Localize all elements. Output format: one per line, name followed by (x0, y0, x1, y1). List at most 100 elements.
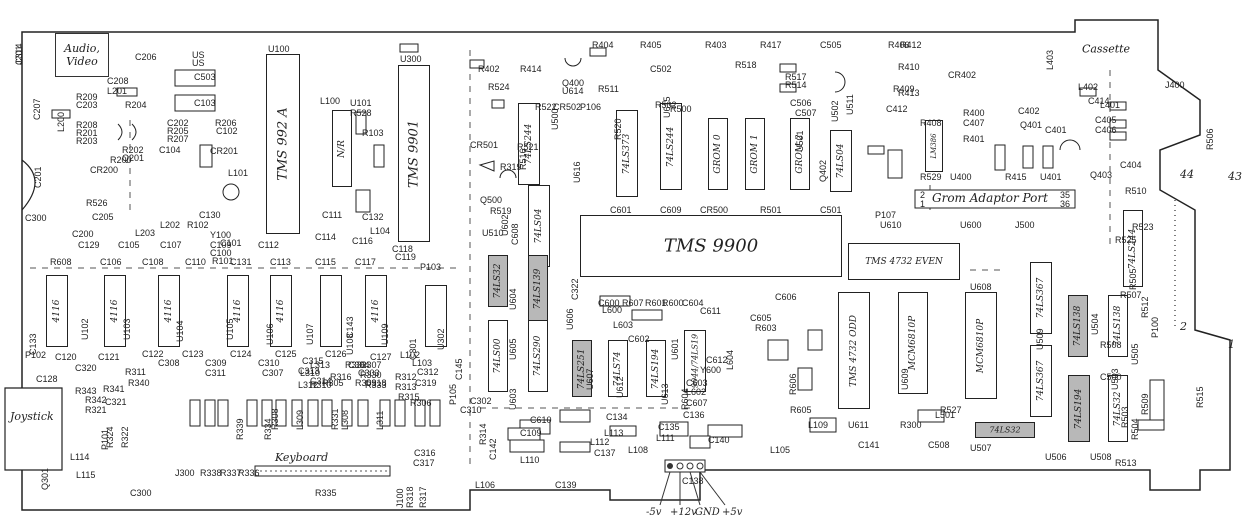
designator-c143: C143 (345, 316, 355, 338)
left-notch (21, 159, 36, 211)
designator-c317: C317 (413, 458, 435, 468)
designator-c508: C508 (928, 440, 950, 450)
passive-component-1 (51, 109, 71, 119)
designator-c309: C309 (205, 358, 227, 368)
designator-c109: C109 (520, 428, 542, 438)
designator-c603: C603 (686, 378, 708, 388)
designator-u300: U300 (400, 54, 422, 64)
designator-c609: C609 (660, 205, 682, 215)
passive-component-41 (217, 399, 229, 427)
passive-component-42 (246, 399, 258, 427)
cassette-label: Cassette (1081, 42, 1131, 55)
chip-tms4732-even: TMS 4732 EVEN (848, 243, 960, 280)
designator-r300: R300 (900, 420, 922, 430)
board-edge (21, 19, 1231, 511)
chip-u506: 74LS194 (1068, 375, 1090, 442)
designator-r504: R504 (1130, 418, 1140, 440)
designator-r400: R400 (963, 108, 985, 118)
designator-r409: R409 (893, 84, 915, 94)
chip-u604: 74LS32 (488, 255, 508, 307)
passive-component-36 (797, 367, 813, 391)
passive-component-13 (1109, 119, 1127, 129)
designator-r340: R340 (128, 378, 150, 388)
designator-c119: C119 (395, 252, 416, 262)
designator-u605: U605 (508, 338, 518, 360)
designator-r316: R316 (330, 372, 352, 382)
chip-u400: LM386 (925, 120, 943, 172)
edge-marker-44: 44 (1180, 168, 1194, 181)
edge-marker-43: 43 (1228, 170, 1242, 183)
designator-u105: U105 (225, 318, 235, 340)
passive-component-37 (599, 295, 631, 307)
designator-r521: R521 (517, 142, 539, 152)
passive-component-14 (1109, 131, 1127, 141)
passive-component-25 (609, 425, 637, 437)
designator-r529: R529 (920, 172, 942, 182)
designator-c131: C131 (230, 257, 252, 267)
designator-c109: C109 (210, 240, 232, 250)
passive-component-11 (1079, 87, 1097, 97)
designator-l104: L104 (370, 226, 391, 236)
designator-r607: R607 (622, 298, 644, 308)
designator-r306: R306 (410, 398, 432, 408)
chip-tms4732-odd: TMS 4732 ODD (838, 292, 870, 409)
passive-component-39 (189, 399, 201, 427)
chip-u108 (320, 275, 342, 347)
chip-tms992a: TMS 992 A (266, 54, 300, 234)
chip-u109: 4116 (365, 275, 387, 347)
designator-r413: R413 (898, 88, 920, 98)
designator-r506: R506 (1205, 128, 1215, 150)
designator-u508: U508 (1090, 452, 1112, 462)
passive-component-50 (379, 399, 391, 427)
designator-c129: C129 (78, 240, 100, 250)
designator-r510: R510 (1125, 186, 1147, 196)
designator-l108: L108 (628, 445, 649, 455)
designator-u615: U615 (662, 96, 672, 118)
designator-u610: U610 (880, 220, 902, 230)
designator-l203: L203 (135, 228, 156, 238)
designator-c111: C111 (322, 210, 343, 220)
designator-l103: L103 (412, 358, 433, 368)
designator-cr402: CR402 (948, 70, 977, 80)
chip-u613: 74LS194 (646, 340, 666, 397)
designator-l401: L401 (1100, 100, 1121, 110)
passive-component-52 (414, 399, 426, 427)
designator-us: US (192, 50, 205, 60)
designator-u511: U511 (845, 94, 855, 115)
passive-component-10 (867, 145, 885, 155)
passive-component-54 (1149, 379, 1165, 421)
designator-c300: C300 (25, 213, 47, 223)
passive-component-55 (1137, 419, 1165, 431)
passive-component-16 (1042, 145, 1054, 169)
designator-r317: R317 (418, 486, 428, 508)
designator-l313: L313 (310, 360, 331, 370)
designator-c118: C118 (392, 244, 413, 254)
designator-r519: R519 (490, 206, 512, 216)
designator-c322: C322 (570, 278, 580, 300)
chip-u104: 4116 (158, 275, 180, 347)
passive-component-45 (291, 399, 303, 427)
designator-c405: C405 (1095, 115, 1117, 125)
designator-r401: R401 (963, 134, 985, 144)
designator-u510: U510 (482, 228, 504, 238)
chip-u510: 74LS244 (1123, 210, 1143, 287)
designator-q403: Q403 (1090, 170, 1113, 180)
passive-component-40 (204, 399, 216, 427)
designator-c141: C141 (858, 440, 880, 450)
designator-r518: R518 (735, 60, 757, 70)
chip-u607: 74LS74 (608, 340, 628, 397)
designator-c402: C402 (1018, 106, 1040, 116)
chip-grom0: GROM 0 (708, 118, 728, 190)
joystick-label: Joystick (10, 410, 54, 423)
designator-r512: R512 (1140, 296, 1150, 318)
designator-l312: L312 (298, 380, 319, 390)
designator-r305: R305 (322, 378, 344, 388)
designator-c412: C412 (886, 104, 908, 114)
passive-component-9 (779, 83, 797, 93)
designator-j400: J400 (1165, 80, 1185, 90)
passive-component-15 (994, 144, 1006, 171)
designator-l308: L308 (340, 409, 350, 430)
designator-c125: C125 (275, 349, 297, 359)
designator-r336: R336 (238, 468, 260, 478)
designator-c201: C201 (33, 166, 43, 188)
